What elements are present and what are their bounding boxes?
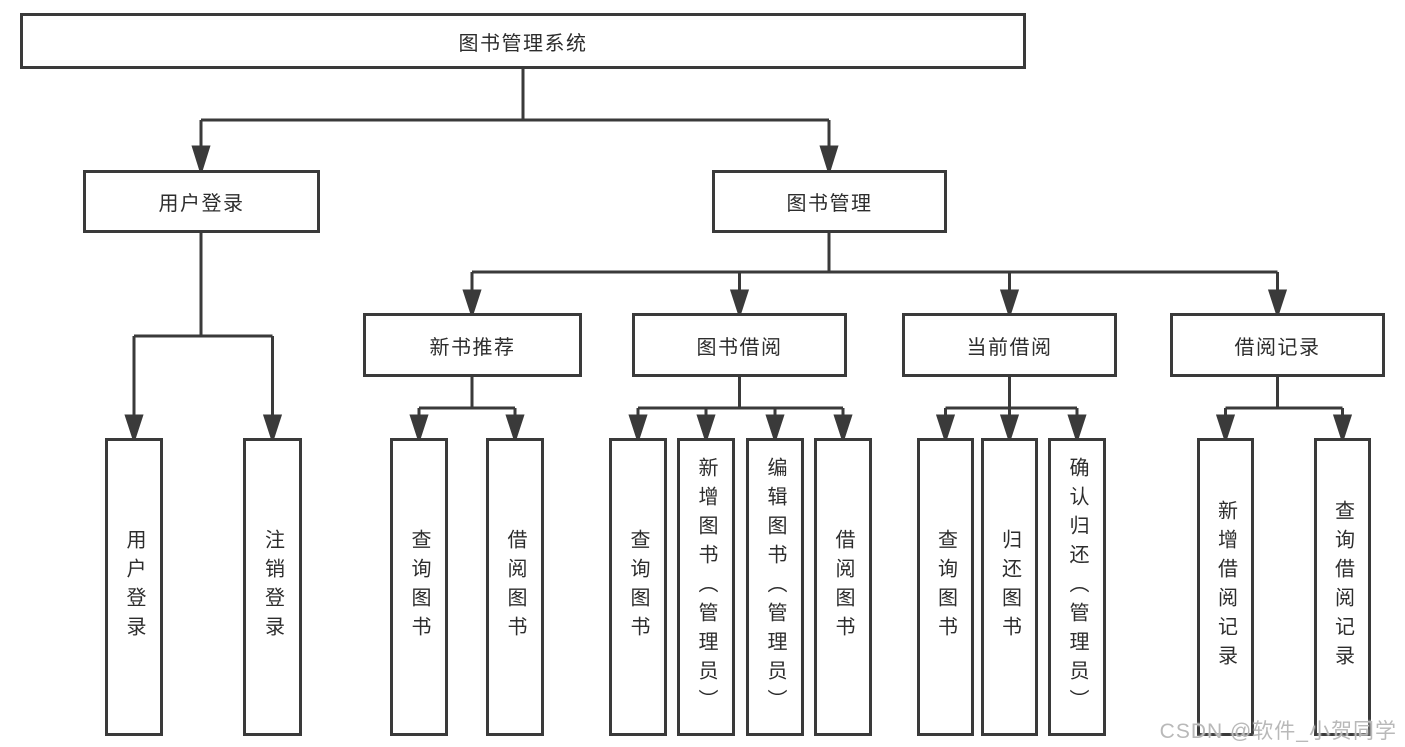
arrow-down-icon bbox=[191, 145, 211, 177]
connector-root-to-level2 bbox=[199, 69, 831, 150]
arrow-down-icon bbox=[765, 414, 785, 444]
leaf-edit-book-admin: 编辑图书（管理员） bbox=[746, 438, 804, 736]
arrow-down-icon bbox=[1215, 414, 1236, 444]
arrow-down-icon bbox=[833, 414, 853, 444]
arrow-down-icon bbox=[409, 414, 429, 444]
leaf-borrow-books-recommend: 借阅图书 bbox=[486, 438, 544, 736]
node-book-management: 图书管理 bbox=[712, 170, 947, 233]
leaf-query-books-borrowing: 查询图书 bbox=[609, 438, 667, 736]
node-borrowing-records: 借阅记录 bbox=[1170, 313, 1385, 377]
arrow-down-icon bbox=[628, 414, 648, 444]
leaf-user-login: 用户登录 bbox=[105, 438, 163, 736]
connector-book-management-to-level3 bbox=[470, 233, 1279, 293]
arrow-down-icon bbox=[729, 289, 750, 319]
leaf-confirm-return-admin: 确认归还（管理员） bbox=[1048, 438, 1106, 736]
node-current-borrowing: 当前借阅 bbox=[902, 313, 1117, 377]
leaf-add-book-admin: 新增图书（管理员） bbox=[677, 438, 735, 736]
connector-book-borrowing-to-leaves bbox=[636, 377, 845, 419]
arrow-down-icon bbox=[1067, 414, 1087, 444]
connector-new-book-to-leaves bbox=[417, 377, 517, 419]
leaf-query-books-recommend: 查询图书 bbox=[390, 438, 448, 736]
arrow-down-icon bbox=[999, 289, 1020, 319]
leaf-query-books-current: 查询图书 bbox=[917, 438, 974, 736]
leaf-borrow-books-borrowing: 借阅图书 bbox=[814, 438, 872, 736]
arrow-down-icon bbox=[505, 414, 525, 444]
node-book-borrowing: 图书借阅 bbox=[632, 313, 847, 377]
connector-borrow-records-to-leaves bbox=[1224, 377, 1344, 419]
arrow-down-icon bbox=[819, 145, 839, 177]
arrow-down-icon bbox=[1332, 414, 1353, 444]
leaf-logout: 注销登录 bbox=[243, 438, 302, 736]
arrow-down-icon bbox=[462, 289, 482, 319]
node-user-login: 用户登录 bbox=[83, 170, 320, 233]
arrow-down-icon bbox=[262, 414, 283, 444]
connector-user-login-to-leaves bbox=[132, 233, 274, 419]
leaf-return-books: 归还图书 bbox=[981, 438, 1038, 736]
node-root: 图书管理系统 bbox=[20, 13, 1026, 69]
arrow-down-icon bbox=[1267, 289, 1288, 319]
arrow-down-icon bbox=[935, 414, 956, 444]
connector-current-borrowing-to-leaves bbox=[944, 377, 1079, 419]
leaf-query-borrow-record: 查询借阅记录 bbox=[1314, 438, 1371, 736]
arrow-down-icon bbox=[124, 414, 144, 444]
node-new-book-recommendation: 新书推荐 bbox=[363, 313, 582, 377]
csdn-watermark: CSDN @软件_小贺同学 bbox=[1159, 720, 1397, 743]
leaf-add-borrow-record: 新增借阅记录 bbox=[1197, 438, 1254, 736]
arrow-down-icon bbox=[696, 414, 716, 444]
arrow-down-icon bbox=[999, 414, 1020, 444]
